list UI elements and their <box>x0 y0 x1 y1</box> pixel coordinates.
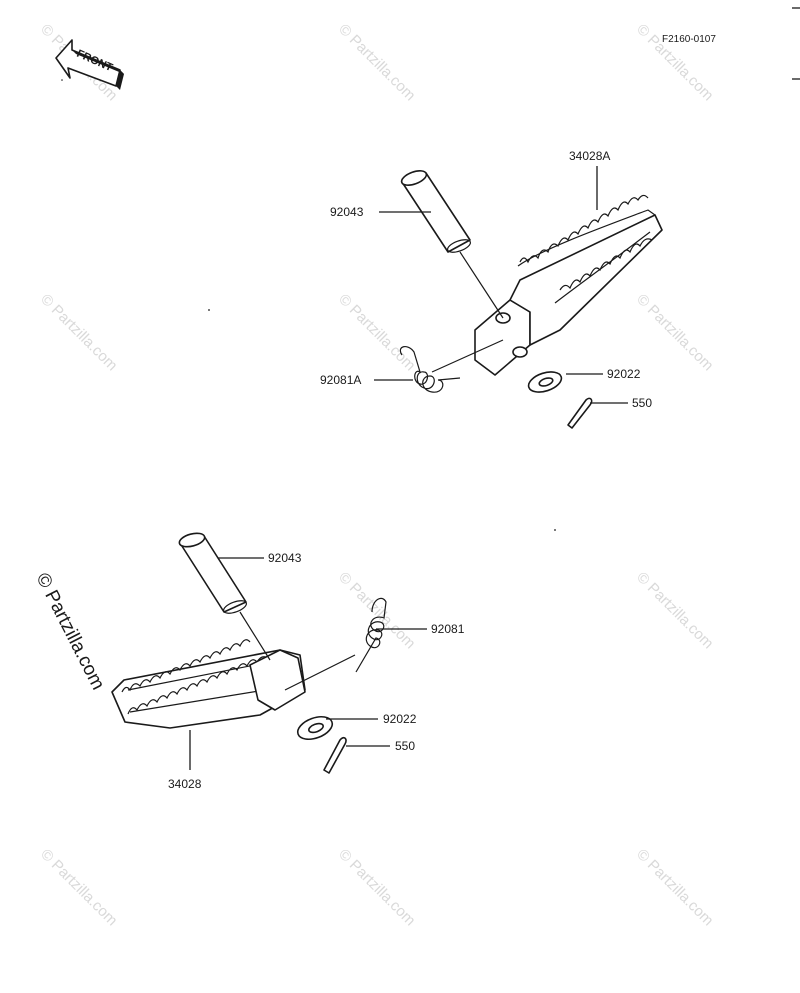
part-label: 92081A <box>320 373 361 387</box>
part-label: 92043 <box>330 205 364 219</box>
watermark-tile: © Partzilla.com <box>37 846 120 929</box>
watermark-side: © Partzilla.com <box>32 570 109 694</box>
part-label: 34028 <box>168 777 202 791</box>
upper-cotter-pin <box>567 397 593 429</box>
part-label: 92043 <box>268 551 302 565</box>
part-label: 550 <box>395 739 415 753</box>
lower-spring <box>355 597 387 673</box>
watermark-tiles: © Partzilla.com © Partzilla.com © Partzi… <box>37 21 716 929</box>
part-label: 550 <box>632 396 652 410</box>
watermark-tile: © Partzilla.com <box>37 291 120 374</box>
watermark-tile: © Partzilla.com <box>335 291 418 374</box>
upper-footpeg <box>474 194 663 376</box>
lower-cotter-pin <box>323 736 347 774</box>
upper-washer <box>527 371 563 393</box>
upper-pin <box>400 170 472 253</box>
front-arrow-icon: FRONT <box>55 39 124 90</box>
watermark-tile: © Partzilla.com <box>633 291 716 374</box>
part-label: 92022 <box>383 712 417 726</box>
upper-assembly: 92043 34028A 92081A 92022 550 <box>208 149 663 531</box>
lower-pin <box>178 532 248 614</box>
upper-spring <box>399 346 461 393</box>
watermark-tile: © Partzilla.com <box>335 846 418 929</box>
part-label: 92081 <box>431 622 465 636</box>
watermark-tile: © Partzilla.com <box>335 21 418 104</box>
lower-footpeg <box>111 639 306 729</box>
part-label: 92022 <box>607 367 641 381</box>
lower-assembly: 92043 92081 92022 550 34028 <box>111 532 465 791</box>
diagram-code: F2160-0107 <box>662 34 716 45</box>
part-label: 34028A <box>569 149 610 163</box>
watermark-tile: © Partzilla.com <box>633 846 716 929</box>
watermark-tile: © Partzilla.com <box>633 569 716 652</box>
lower-washer <box>296 715 334 741</box>
